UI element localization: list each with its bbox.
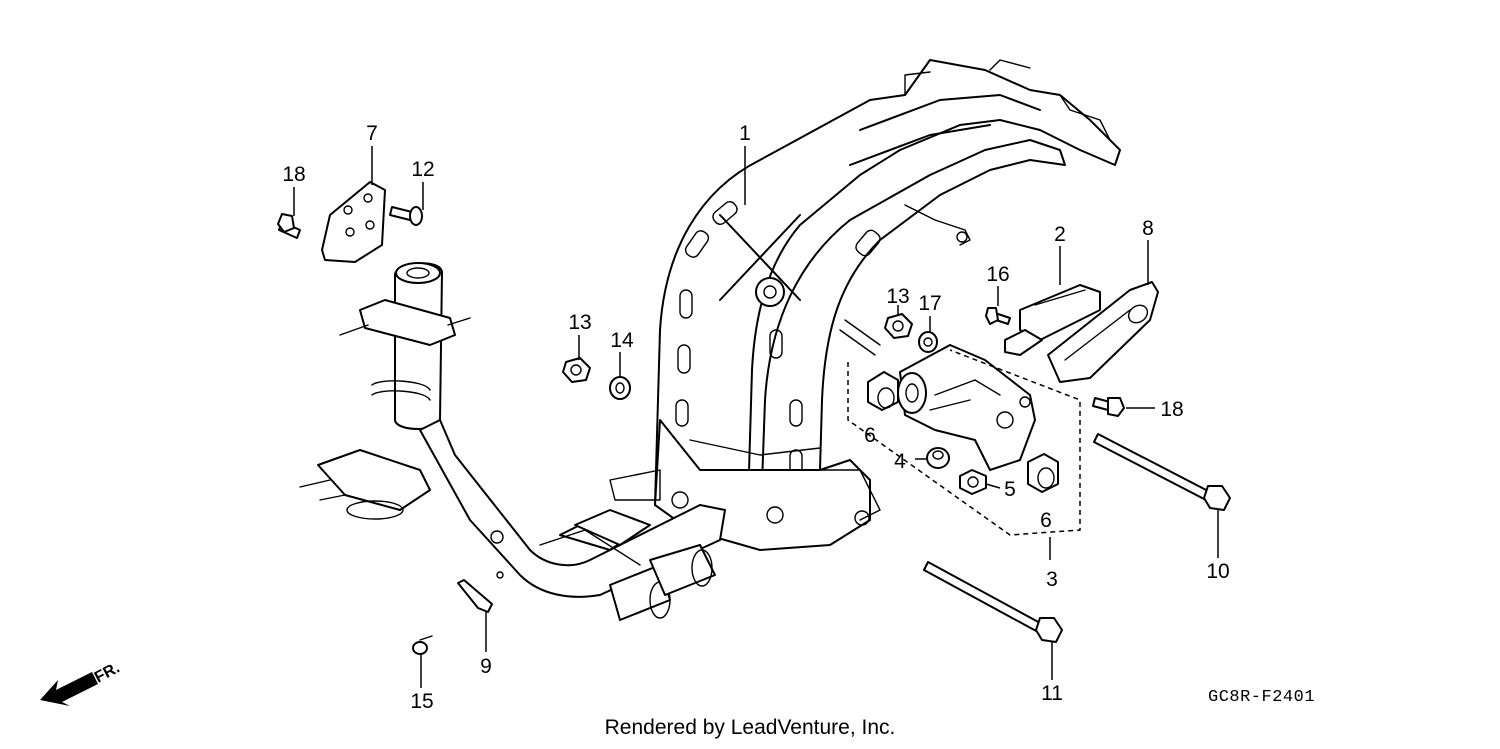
callout-1: 1	[739, 122, 751, 145]
callout-6-left: 6	[864, 424, 876, 447]
callout-18-left: 18	[282, 163, 305, 186]
callout-8: 8	[1142, 217, 1154, 240]
cover-8-part	[1047, 281, 1159, 383]
flange-bolt-18-left-part	[277, 213, 301, 239]
callout-10: 10	[1206, 560, 1229, 583]
callout-9: 9	[480, 655, 492, 678]
callout-5: 5	[1004, 478, 1016, 501]
screw-12-part	[389, 206, 423, 226]
callout-14: 14	[610, 329, 634, 352]
stopper-2-part	[1004, 284, 1101, 356]
callout-13-left: 13	[568, 311, 591, 334]
callout-12: 12	[411, 158, 434, 181]
diagram-code: GC8R-F2401	[1208, 688, 1315, 707]
callout-15: 15	[410, 690, 433, 713]
long-bolt-11-part	[923, 561, 1063, 643]
screw-15-part	[412, 635, 433, 655]
render-credit: Rendered by LeadVenture, Inc.	[604, 716, 896, 739]
callout-3: 3	[1046, 568, 1058, 591]
bracket-plate-part	[321, 181, 386, 263]
front-direction-arrow-icon: FR.	[40, 659, 123, 706]
callout-4: 4	[894, 450, 906, 473]
callout-6-right: 6	[1040, 509, 1052, 532]
callout-18-right: 18	[1160, 398, 1183, 421]
callout-11: 11	[1041, 682, 1063, 705]
nut-13-left-part	[562, 357, 591, 383]
callout-16: 16	[986, 263, 1009, 286]
bushing-6-right-part	[1027, 453, 1059, 493]
clip-9-part	[457, 579, 493, 613]
callout-2: 2	[1054, 223, 1066, 246]
collar-17-part	[918, 331, 938, 353]
callout-13-right: 13	[886, 285, 909, 308]
flange-bolt-18-right-part	[1092, 397, 1125, 417]
bushing-6-left-part	[867, 371, 899, 411]
leader-lines	[293, 146, 1219, 688]
nut-5-part	[959, 469, 987, 495]
long-bolt-10-part	[1093, 433, 1231, 511]
callout-17: 17	[918, 292, 941, 315]
engine-hanger-assembly-3-part	[897, 344, 1036, 471]
front-frame-section	[299, 262, 726, 621]
washer-14-part	[609, 376, 631, 400]
bolt-16-part	[985, 307, 1011, 325]
nut-13-right-part	[884, 313, 913, 339]
callouts: 1 2 3 4 5 6 6 7 8 9 10 11 12 13 13 14 15…	[282, 122, 1229, 713]
nut-4-part	[926, 447, 950, 469]
callout-7: 7	[366, 122, 378, 145]
